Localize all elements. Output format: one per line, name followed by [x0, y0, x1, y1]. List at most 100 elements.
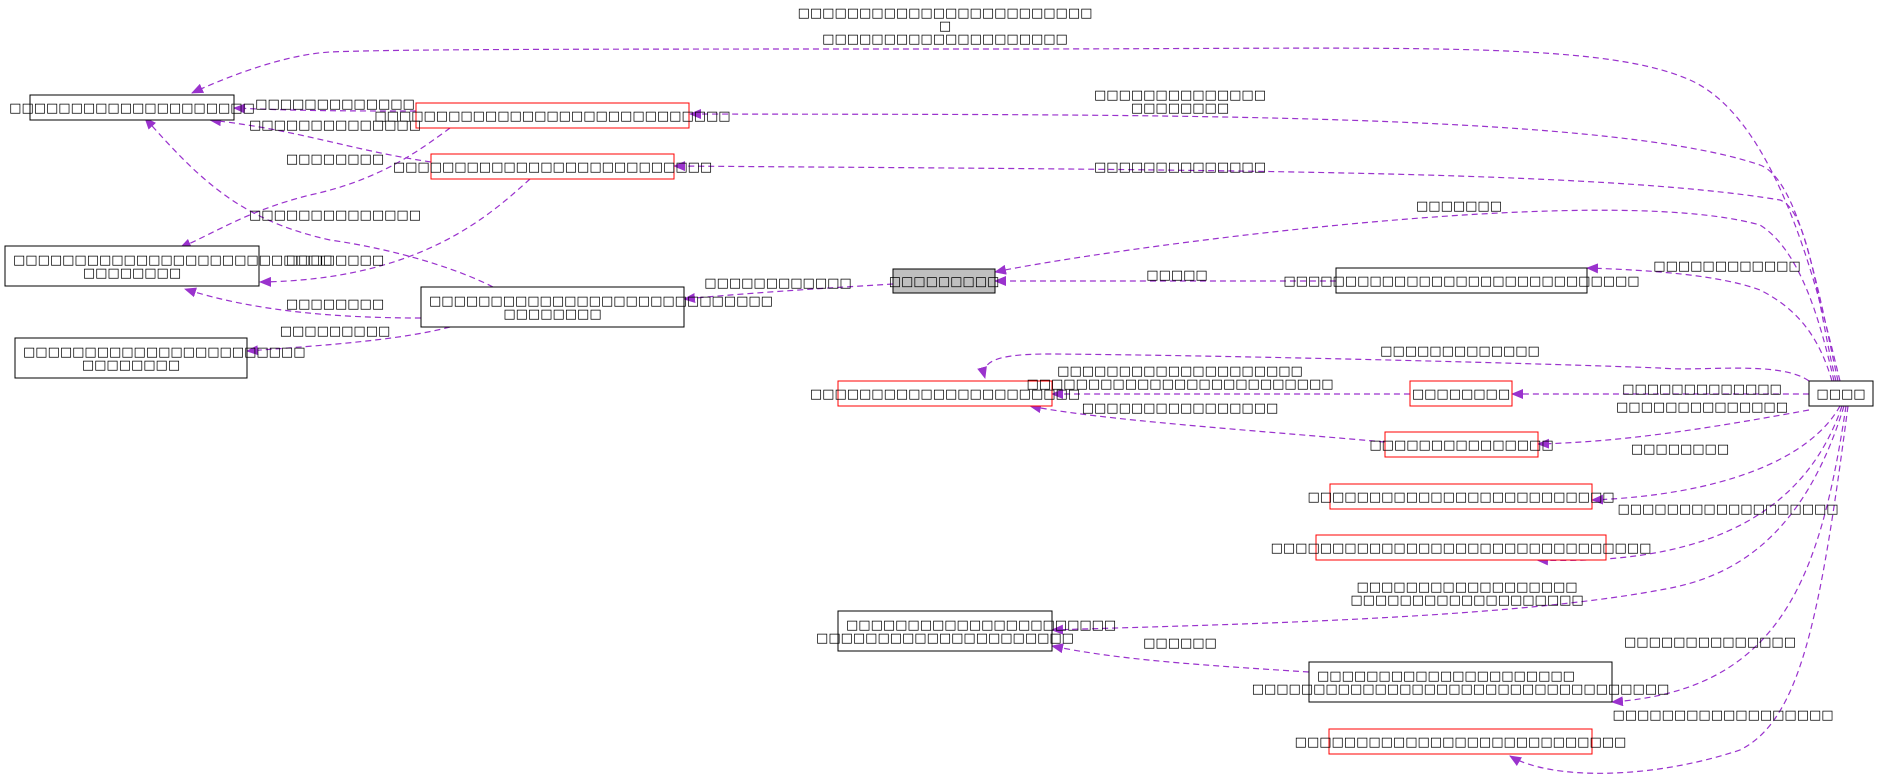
- edge-label: □□□□□□□□□□□□: [704, 276, 851, 291]
- edge-label: □□□□□□□□: [286, 152, 384, 167]
- edge-main-s2: [1537, 409, 1810, 449]
- edge-label: □□□□□□□□□□□□□□: [1094, 160, 1266, 175]
- edge-label: □□□□□□□□□□□□□□: [1624, 635, 1796, 650]
- edge-label: □□□□□□□□□□□□□□: [1094, 88, 1266, 103]
- node-box: [1409, 380, 1513, 407]
- node-label: □□□□□□□□□□□□□□□□□□□□□□□□□□□□: [429, 294, 773, 309]
- edge-main-focus: [994, 209, 1835, 382]
- class-node[interactable]: □□□□□□□□□□□□□□□: [1369, 431, 1554, 458]
- node-label: □□□□□□□□□□□□□□□□□□□□□□□□□□□□□□□□□□: [1252, 682, 1670, 697]
- focus-node: □□□□□□□□□: [889, 268, 1000, 294]
- node-label: □□□□□□□□□□□□□□□□□□□□□: [1317, 669, 1575, 684]
- node-label: □□□□□□□□□□□□□□□□□□□□□□: [810, 387, 1080, 402]
- edge-main-red5: [1509, 405, 1849, 774]
- node-label: □□□□□□□□: [82, 358, 180, 373]
- edge-main-redbig: [977, 353, 1810, 382]
- edge-label: □□□□□: [1146, 268, 1207, 283]
- node-label: □□□□□□□□□□□□□□□□□□□□□□□□□□□□□: [374, 109, 730, 124]
- node-label: □□□□: [1816, 387, 1865, 402]
- node-label: □□□□□□□□□□□□□□□□□□□□: [9, 101, 255, 116]
- edge-main-br: [1611, 405, 1847, 707]
- edge-label: □□□□□□□□□□□□: [1653, 259, 1800, 274]
- node-box: [1808, 380, 1874, 407]
- edge-focus-mid: [683, 283, 894, 303]
- node-box: [430, 153, 675, 180]
- edge-label-layer: □□□□□□□□□□□□□□□□□□□□□□□□□□□□□□□□□□□□□□□□…: [249, 6, 1839, 723]
- node-box: [29, 94, 235, 121]
- node-box: [837, 380, 1053, 407]
- edge-r2-ml: [259, 178, 531, 287]
- class-node[interactable]: □□□□□□□□□□□□□□□□□□□□□□□□□□□□□□□□□□□□: [420, 286, 773, 328]
- class-node[interactable]: □□□□□□□□□□□□□□□□□□□□□□□□□□□: [1295, 728, 1627, 755]
- node-box: [1329, 483, 1593, 510]
- edge-mid-bl: [246, 326, 451, 356]
- edge-r1-tl: [233, 103, 417, 114]
- edge-label: □□□□□□□□□: [280, 324, 391, 339]
- node-box: [4, 245, 260, 287]
- node-label: □□□□□□□□□□□□□□□□□□□□□□□□□: [1307, 490, 1614, 505]
- edge-mid-tl: [144, 117, 494, 288]
- node-label: □□□□□□□□□□□□□□□□□□□□□□□□□□□: [1295, 735, 1627, 750]
- edge-main-r1: [689, 109, 1839, 382]
- class-node[interactable]: □□□□□□□□□□□□□□□□□□□□□□□□□□□□□□□□□□□□□□□□…: [816, 610, 1116, 652]
- node-box: [1384, 431, 1539, 458]
- edge-s2-redbig: [1029, 403, 1386, 443]
- edge-label: □□□□□□□□□□□□□□: [249, 118, 421, 133]
- node-box: [1315, 534, 1607, 561]
- edge-main-right1: [1586, 263, 1833, 382]
- node-box: [415, 102, 690, 129]
- class-node[interactable]: □□□□□□□□□□□□□□□□□□□□□□□□□□□□□□□□□□: [4, 245, 332, 287]
- node-label: □□□□□□□□□□□□□□□□□□□□□□□□□□: [13, 253, 332, 268]
- class-node[interactable]: □□□□□□□□□□□□□□□□□□□□: [9, 94, 255, 121]
- edge-label: □□□□□□□□□□□□□: [1622, 382, 1782, 397]
- node-label: □□□□□□□□□□□□□□□: [1369, 438, 1553, 453]
- edge-label: □□□□□□□□□□□□□□□□□□: [1356, 580, 1577, 595]
- edge-label: □□□□□□□□□□□□□□□□□□□: [1350, 593, 1583, 608]
- node-label: □□□□□□□□□□□□□□□□□□□□□□□□□□: [393, 160, 712, 175]
- class-node[interactable]: □□□□□□□□: [1409, 380, 1513, 407]
- node-box: [1308, 661, 1613, 703]
- edge-label: □□□□□□□□: [286, 253, 384, 268]
- class-node[interactable]: □□□□□□□□□□□□□□□□□□□□□□□□□□□□□: [374, 102, 731, 129]
- edge-label: □□□□□□□□□□□□□□□□□□□□: [1057, 364, 1303, 379]
- class-node[interactable]: □□□□□□□□□□□□□□□□□□□□□□□□□□: [393, 153, 712, 180]
- edge-label: □□□□□□□□□□□□□□□□□□□□□□□□□: [1026, 377, 1333, 392]
- node-label: □□□□□□□□□□□□□□□□□□□□□□□□□□□□□□□: [1271, 541, 1652, 556]
- node-box: [420, 286, 685, 328]
- edge-label: □: [939, 19, 951, 34]
- edge-label: □□□□□□□□□□□□□□: [1616, 400, 1788, 415]
- edge-mid-ml: [184, 287, 422, 319]
- node-label: □□□□□□□□: [503, 307, 601, 322]
- class-node[interactable]: □□□□□□□□□□□□□□□□□□□□□□□□□□□□□□□□□□□□□□□□…: [1252, 661, 1670, 703]
- edge-label: □□□□□□□□: [1631, 442, 1729, 457]
- edge-main-red3: [1591, 405, 1841, 505]
- class-node[interactable]: □□□□□□□□□□□□□□□□□□□□□□□□□: [1307, 483, 1615, 510]
- class-node[interactable]: □□□□□□□□□□□□□□□□□□□□□□□□□□□□□□□: [1271, 534, 1652, 561]
- node-box: [1335, 267, 1588, 294]
- node-box: [1328, 728, 1593, 755]
- class-node[interactable]: □□□□□□□□□□□□□□□□□□□□□□: [810, 380, 1080, 407]
- node-label: □□□□□□□□□□□□□□□□□□□□□□: [846, 618, 1116, 633]
- edge-main-tl: [191, 47, 1841, 382]
- edge-label: □□□□□□□□□□□□□□□□□□: [1617, 502, 1838, 517]
- class-node[interactable]: □□□□□□□□□□□□□□□□□□□□□□□□□□□□□: [1283, 267, 1640, 294]
- node-layer: □□□□□□□□□□□□□□□□□□□□□□□□□□□□□□□□□□□□□□□□…: [4, 94, 1874, 755]
- node-label: □□□□□□□□□: [889, 275, 1000, 290]
- class-node[interactable]: □□□□: [1808, 380, 1874, 407]
- edge-label: □□□□□□□□□□□□□□□□: [1082, 401, 1279, 416]
- edge-label: □□□□□□□□□□□□□□□□□□□□: [822, 32, 1068, 47]
- edge-label: □□□□□□□□□□□□□: [1380, 344, 1540, 359]
- edge-label: □□□□□□□□□□□□□□□□□□: [1612, 708, 1833, 723]
- node-label: □□□□□□□□□□□□□□□□□□□□□□□□□□□□□: [1283, 274, 1639, 289]
- edge-label: □□□□□□□□□□□□□□: [249, 208, 421, 223]
- node-box: [837, 610, 1053, 652]
- edge-label: □□□□□□□□: [286, 297, 384, 312]
- node-label: □□□□□□□□: [83, 266, 181, 281]
- edge-label: □□□□□□□□□□□□□: [255, 97, 415, 112]
- class-node[interactable]: □□□□□□□□□□□□□□□□□□□□□□□□□□□□□□□: [14, 337, 306, 379]
- edge-r1-ml: [179, 127, 451, 249]
- node-label: □□□□□□□□□□□□□□□□□□□□□: [816, 631, 1074, 646]
- node-box: [892, 268, 996, 294]
- node-box: [14, 337, 248, 379]
